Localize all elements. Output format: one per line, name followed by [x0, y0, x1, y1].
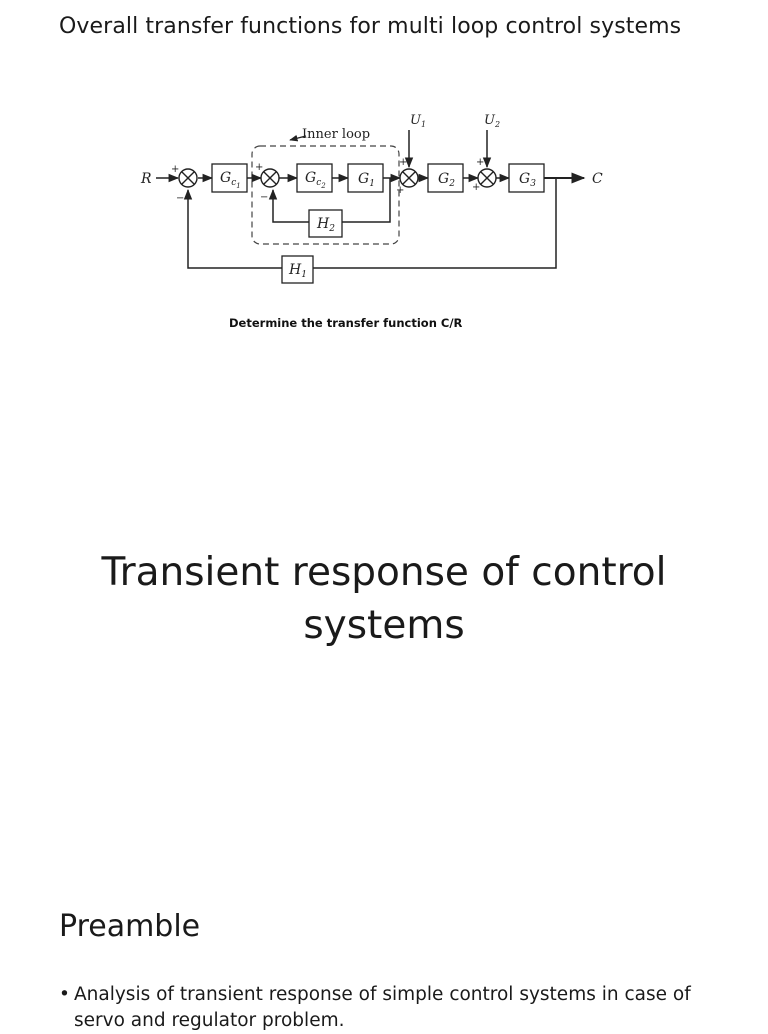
sign-plus: + [396, 185, 404, 196]
block-gc2-label: Gc2 [305, 170, 326, 190]
block-g1-label: G1 [358, 171, 375, 189]
block-g3 [508, 163, 545, 193]
summing-junction-1 [178, 168, 198, 188]
sign-plus: + [472, 182, 480, 193]
block-g1 [347, 163, 384, 193]
output-label: C [592, 171, 603, 187]
bullet-symbol: • [59, 984, 70, 1005]
preamble-heading: Preamble [59, 909, 201, 944]
sign-minus: − [176, 193, 184, 204]
block-gc1 [211, 163, 248, 193]
sign-minus: − [260, 192, 268, 203]
bullet-list: • Analysis of transient response of simp… [59, 982, 709, 1034]
block-gc2 [296, 163, 333, 193]
inner-loop-label: Inner loop [302, 127, 370, 142]
summing-junction-2 [260, 168, 280, 188]
inner-loop-region [251, 145, 400, 245]
input-label: R [140, 171, 152, 187]
block-h2 [308, 209, 343, 238]
sign-plus: + [255, 162, 263, 173]
sign-plus: + [171, 164, 179, 175]
diagram-caption: Determine the transfer function C/R [229, 316, 463, 330]
list-item: • Analysis of transient response of simp… [59, 982, 709, 1034]
block-gc1-label: Gc1 [220, 170, 241, 190]
block-h1-label: H1 [288, 262, 307, 280]
block-g2-label: G2 [438, 171, 455, 189]
summing-junction-3 [399, 168, 419, 188]
block-g2 [427, 163, 464, 193]
section-title-line-1: Transient response of control [101, 550, 667, 595]
sign-plus: + [399, 157, 407, 168]
slide-title: Overall transfer functions for multi loo… [59, 14, 682, 39]
block-g3-label: G3 [519, 171, 536, 189]
disturbance-u1-label: U1 [410, 113, 426, 129]
sign-plus: + [476, 157, 484, 168]
section-title: Transient response of control systems [0, 546, 768, 652]
block-h1 [281, 255, 314, 284]
block-diagram: Inner loop [140, 113, 603, 284]
disturbance-u2-label: U2 [484, 113, 500, 129]
block-h2-label: H2 [316, 216, 335, 234]
section-title-line-2: systems [303, 603, 465, 648]
summing-junction-4 [477, 168, 497, 188]
